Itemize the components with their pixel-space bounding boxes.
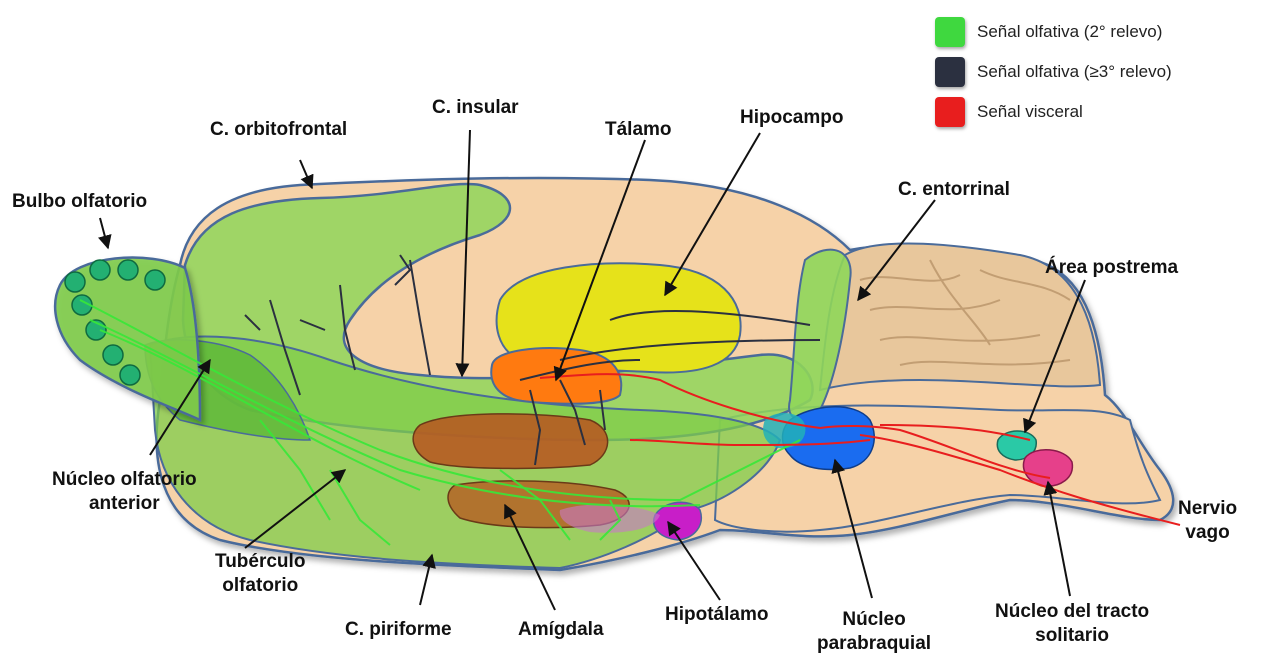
label-tuberculo-olfatorio: Tubérculo olfatorio (215, 550, 305, 598)
legend-item-olfactory-2: Señal olfativa (2° relevo) (935, 12, 1172, 52)
legend-label: Señal olfativa (≥3° relevo) (977, 62, 1172, 82)
label-bulbo-olfatorio: Bulbo olfatorio (12, 190, 147, 214)
label-orbitofrontal: C. orbitofrontal (210, 118, 347, 142)
label-nucleo-olfatorio-anterior: Núcleo olfatorio anterior (52, 468, 197, 516)
dark-swatch-icon (935, 57, 965, 87)
red-swatch-icon (935, 97, 965, 127)
label-area-postrema: Área postrema (1045, 256, 1178, 280)
legend-label: Señal visceral (977, 102, 1083, 122)
label-amigdala: Amígdala (518, 618, 604, 642)
label-hipotalamo: Hipotálamo (665, 603, 768, 627)
legend-label: Señal olfativa (2° relevo) (977, 22, 1162, 42)
label-nervio-vago: Nervio vago (1178, 497, 1237, 545)
legend-item-olfactory-3: Señal olfativa (≥3° relevo) (935, 52, 1172, 92)
legend-item-visceral: Señal visceral (935, 92, 1172, 132)
label-entorrinal: C. entorrinal (898, 178, 1010, 202)
legend: Señal olfativa (2° relevo) Señal olfativ… (935, 12, 1172, 132)
label-talamo: Tálamo (605, 118, 672, 142)
label-tracto-solitario: Núcleo del tracto solitario (995, 600, 1149, 648)
label-insular: C. insular (432, 96, 519, 120)
label-piriforme: C. piriforme (345, 618, 452, 642)
label-parabraquial: Núcleo parabraquial (817, 608, 931, 656)
green-swatch-icon (935, 17, 965, 47)
label-hipocampo: Hipocampo (740, 106, 843, 130)
